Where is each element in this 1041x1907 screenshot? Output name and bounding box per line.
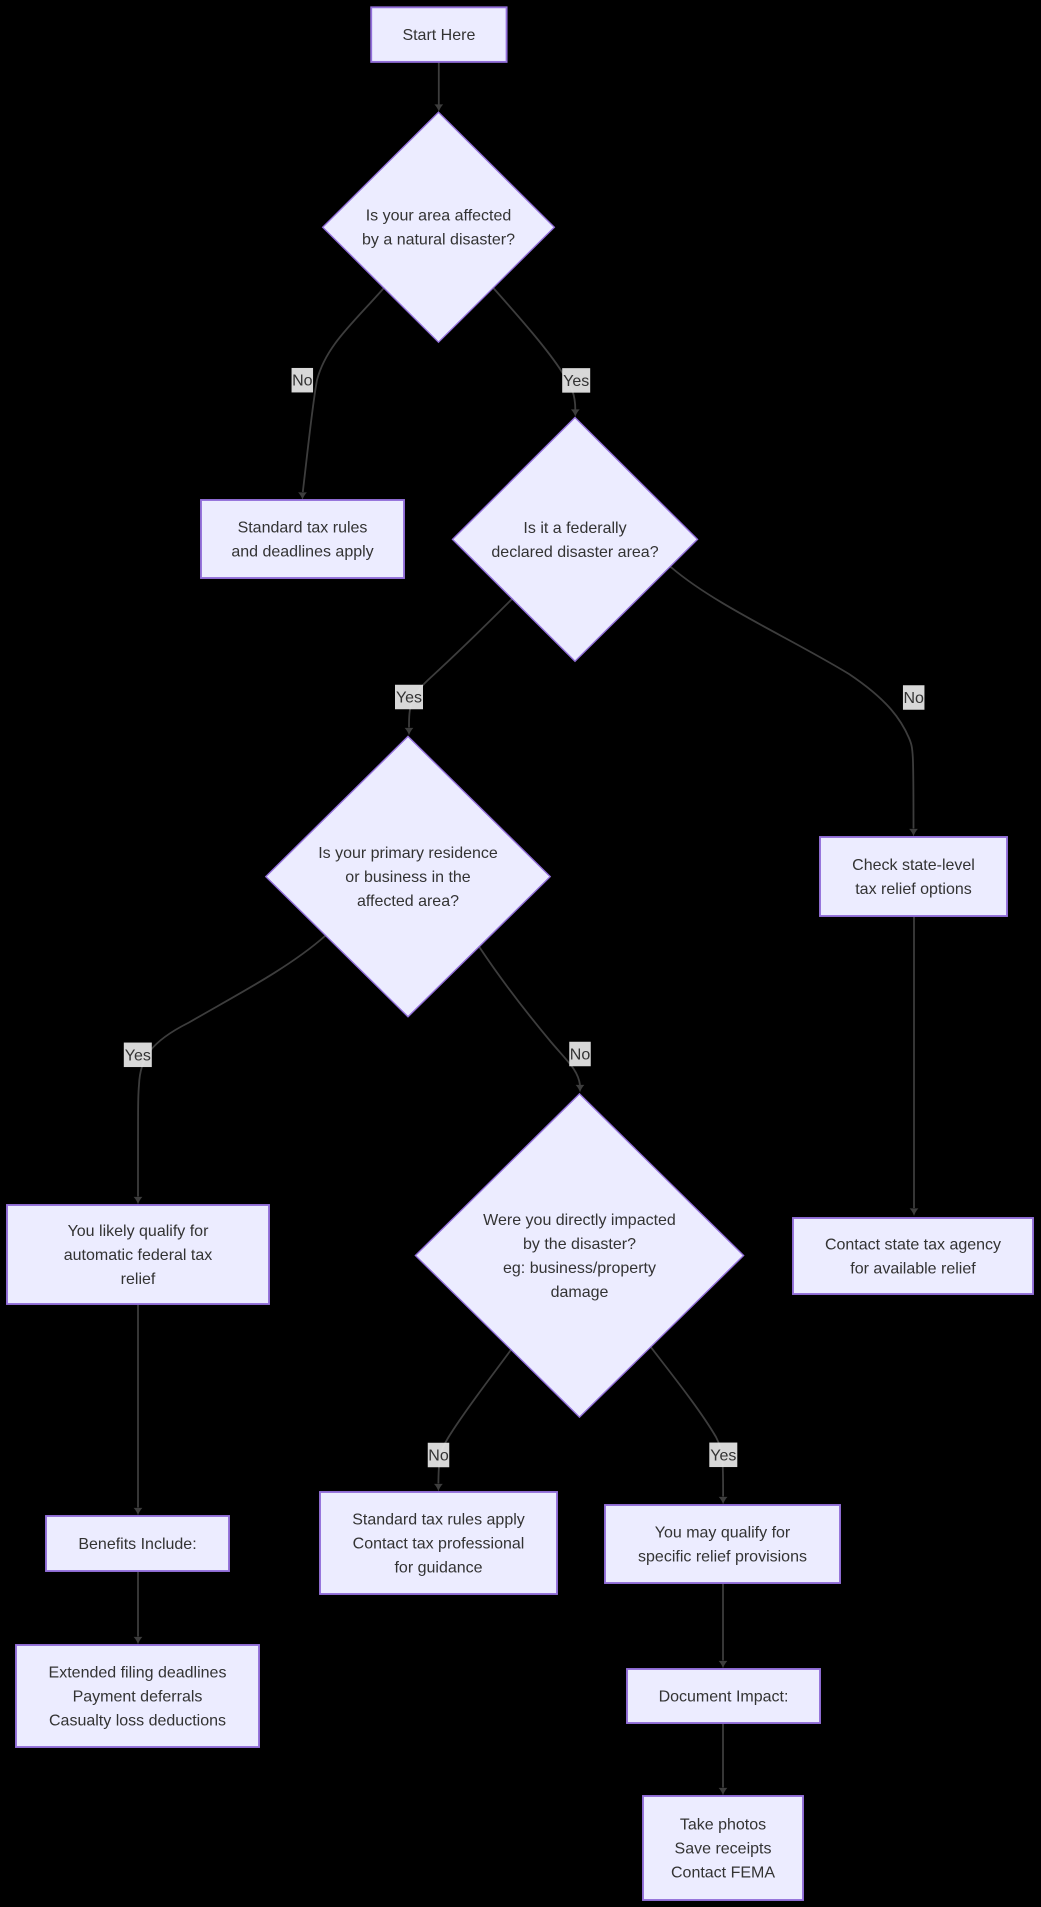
svg-text:Extended filing deadlines: Extended filing deadlines [49,1665,227,1682]
svg-text:No: No [570,1047,591,1064]
svg-text:Yes: Yes [396,690,422,707]
svg-text:affected area?: affected area? [357,893,459,910]
svg-text:Check state-level: Check state-level [852,857,975,874]
svg-text:Payment deferrals: Payment deferrals [73,1689,203,1706]
svg-text:by a natural disaster?: by a natural disaster? [362,232,515,249]
svg-text:Yes: Yes [563,373,589,390]
svg-text:You likely qualify for: You likely qualify for [68,1223,209,1240]
svg-text:by the disaster?: by the disaster? [523,1236,636,1253]
svg-text:Contact tax professional: Contact tax professional [353,1536,525,1553]
svg-text:Were you directly impacted: Were you directly impacted [483,1212,676,1229]
svg-text:Casualty loss deductions: Casualty loss deductions [49,1713,226,1730]
svg-text:Contact state tax agency: Contact state tax agency [825,1237,1001,1254]
svg-text:Take photos: Take photos [680,1817,766,1834]
svg-text:for guidance: for guidance [394,1560,482,1577]
svg-text:or business in the: or business in the [345,869,471,886]
svg-text:and deadlines apply: and deadlines apply [231,544,373,561]
svg-text:damage: damage [551,1284,609,1301]
svg-text:for available relief: for available relief [850,1261,976,1278]
svg-text:eg: business/property: eg: business/property [503,1260,656,1277]
svg-text:relief: relief [121,1271,156,1288]
svg-text:Is it a federally: Is it a federally [523,520,626,537]
svg-text:Benefits Include:: Benefits Include: [78,1536,196,1553]
svg-text:automatic federal tax: automatic federal tax [64,1247,213,1264]
svg-text:Save receipts: Save receipts [675,1841,772,1858]
svg-text:Start Here: Start Here [402,27,475,44]
svg-text:Is your area affected: Is your area affected [366,208,512,225]
svg-text:tax relief options: tax relief options [855,881,972,898]
svg-text:No: No [903,690,924,707]
svg-text:No: No [428,1448,449,1465]
svg-text:Standard tax rules: Standard tax rules [238,520,368,537]
svg-text:Document Impact:: Document Impact: [659,1689,789,1706]
svg-text:Contact FEMA: Contact FEMA [671,1865,775,1882]
svg-text:specific relief provisions: specific relief provisions [638,1549,807,1566]
svg-text:Is your primary residence: Is your primary residence [318,845,498,862]
svg-text:You may qualify for: You may qualify for [655,1525,791,1542]
svg-text:No: No [292,373,313,390]
svg-text:Yes: Yes [710,1447,736,1464]
svg-text:Standard tax rules apply: Standard tax rules apply [352,1512,525,1529]
svg-text:declared disaster area?: declared disaster area? [491,544,658,561]
svg-text:Yes: Yes [125,1047,151,1064]
